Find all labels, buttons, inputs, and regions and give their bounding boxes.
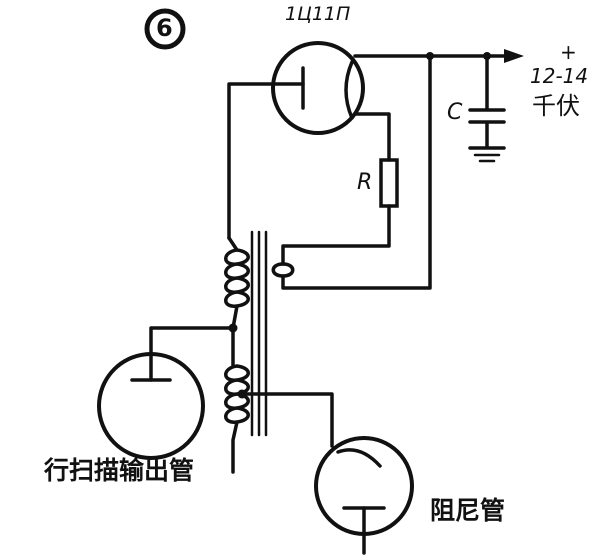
resistor-r <box>379 158 399 208</box>
figure-number: 6 <box>156 14 173 42</box>
figure-number-circle <box>144 8 186 50</box>
filament-winding <box>271 262 295 278</box>
output-voltage-label: 12-14 <box>530 64 589 88</box>
capacitor-label: C <box>447 100 463 125</box>
tap-wire <box>149 326 235 382</box>
tube-model-label: 1Ц11П <box>285 3 351 25</box>
resistor-label: R <box>357 170 373 195</box>
capacitor-c <box>468 54 506 148</box>
filament-wire <box>281 54 432 290</box>
damper-tube-label: 阻尼管 <box>430 496 506 525</box>
filament-wire <box>353 112 391 162</box>
hv-rectifier-tube <box>271 41 365 135</box>
damper-wire <box>240 392 334 448</box>
transformer-winding <box>224 326 250 474</box>
filament-wire <box>281 204 391 266</box>
output-unit-label: 千伏 <box>532 92 580 120</box>
output-polarity-label: + <box>560 40 577 64</box>
transformer-winding <box>224 236 250 330</box>
damper-tube <box>314 436 414 555</box>
ground-symbol <box>468 146 506 163</box>
line-output-tube <box>97 352 205 460</box>
output-arrow <box>504 49 524 63</box>
plate-wire <box>227 82 305 240</box>
transformer-core <box>250 230 268 437</box>
line-output-tube-label: 行扫描输出管 <box>44 456 195 485</box>
